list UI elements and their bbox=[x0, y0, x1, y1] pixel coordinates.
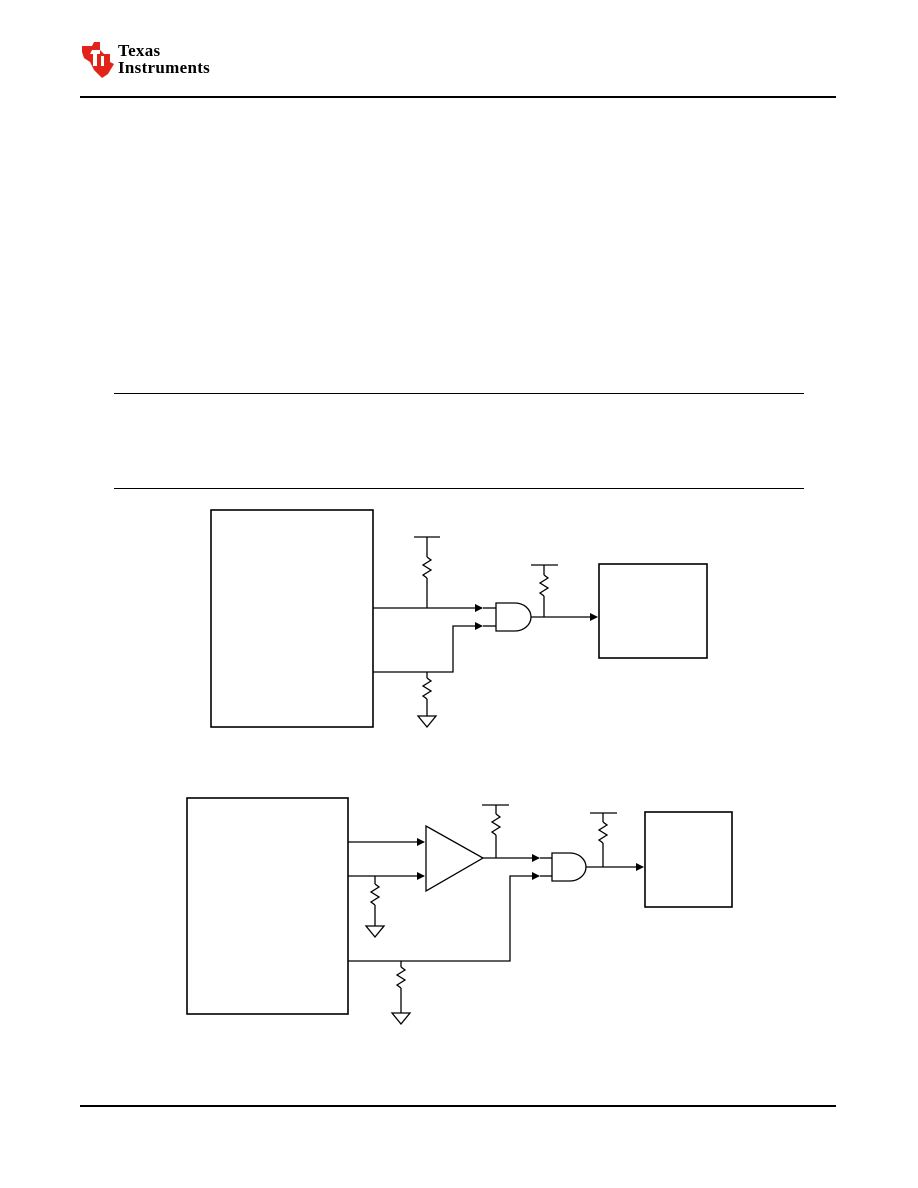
brand-line2: Instruments bbox=[118, 58, 211, 77]
ti-state-icon bbox=[82, 42, 114, 78]
pull-down-resistor-3 bbox=[390, 961, 412, 1026]
pull-down-resistor-2 bbox=[364, 876, 386, 939]
output-pull-up-resistor-1 bbox=[531, 564, 558, 617]
ground-icon bbox=[416, 715, 438, 729]
brand-wordmark: Texas Instruments bbox=[118, 42, 210, 76]
ti-logo: Texas Instruments bbox=[80, 40, 230, 82]
header-rule bbox=[80, 96, 836, 98]
pull-down-resistor-1 bbox=[416, 672, 438, 729]
processor-block-1 bbox=[210, 509, 374, 728]
target-block-1 bbox=[598, 563, 708, 659]
ground-icon bbox=[390, 1012, 412, 1026]
processor-block-2 bbox=[186, 797, 349, 1015]
pull-up-resistor-1 bbox=[414, 536, 440, 608]
diagram-2 bbox=[186, 797, 733, 1026]
section-rule-bottom bbox=[114, 488, 804, 489]
diagram-1 bbox=[210, 509, 708, 729]
section-rule-top bbox=[114, 393, 804, 394]
pull-up-resistor-2 bbox=[482, 804, 509, 858]
op-amp bbox=[425, 824, 485, 893]
and-gate-1 bbox=[483, 602, 532, 632]
ground-icon bbox=[364, 925, 386, 939]
target-block-2 bbox=[644, 811, 733, 908]
footer-rule bbox=[80, 1105, 836, 1107]
output-pull-up-resistor-2 bbox=[590, 812, 617, 867]
brand-line1: Texas bbox=[118, 41, 161, 60]
and-gate-2 bbox=[540, 852, 587, 882]
